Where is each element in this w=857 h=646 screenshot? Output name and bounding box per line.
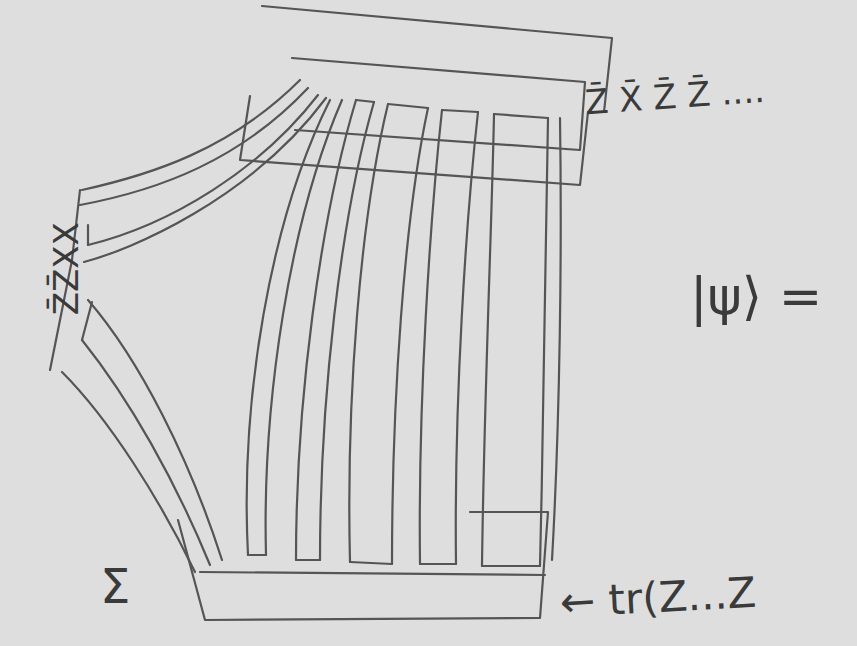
ribbon-edge <box>248 554 266 556</box>
trace-box <box>178 512 548 620</box>
ribbon-edge <box>442 110 478 112</box>
operator-label: Z̄Z̄XX <box>48 222 85 315</box>
trace-label: ← tr(Z...Z <box>559 570 757 626</box>
ribbon-edge <box>88 300 222 560</box>
ribbon-edge <box>350 562 392 564</box>
ribbon-edge <box>296 559 320 561</box>
ribbon-edge <box>392 108 428 564</box>
ribbon-edge <box>266 100 342 555</box>
operator-label: Z̄ X̄ Z̄ Z̄ .... <box>584 72 766 122</box>
ribbon-edge <box>82 340 210 565</box>
state-label: |ψ⟩ = <box>690 268 822 325</box>
ribbon-edge <box>420 563 456 565</box>
ribbon-edge <box>388 104 428 108</box>
sum-symbol: Σ <box>100 560 130 613</box>
ribbon-edge <box>62 372 195 572</box>
ribbon-edge <box>356 100 374 102</box>
operator-box <box>240 6 612 185</box>
ribbon-edge <box>296 100 356 560</box>
ribbon-edge <box>482 114 494 566</box>
ribbon-edge <box>552 118 561 560</box>
ribbon-edge <box>87 225 89 245</box>
ribbon-edge <box>456 112 478 564</box>
ribbon-edge <box>82 80 300 190</box>
ribbon-edge <box>349 104 388 562</box>
ribbon-edge <box>80 88 308 205</box>
ribbon-edge <box>494 114 548 118</box>
ribbon-edge <box>420 110 442 564</box>
ribbon-edge <box>482 565 540 567</box>
ribbon-edge <box>320 102 374 560</box>
trace-line <box>200 572 545 575</box>
ribbon-edge <box>540 118 548 566</box>
ribbon-edge <box>84 98 326 262</box>
